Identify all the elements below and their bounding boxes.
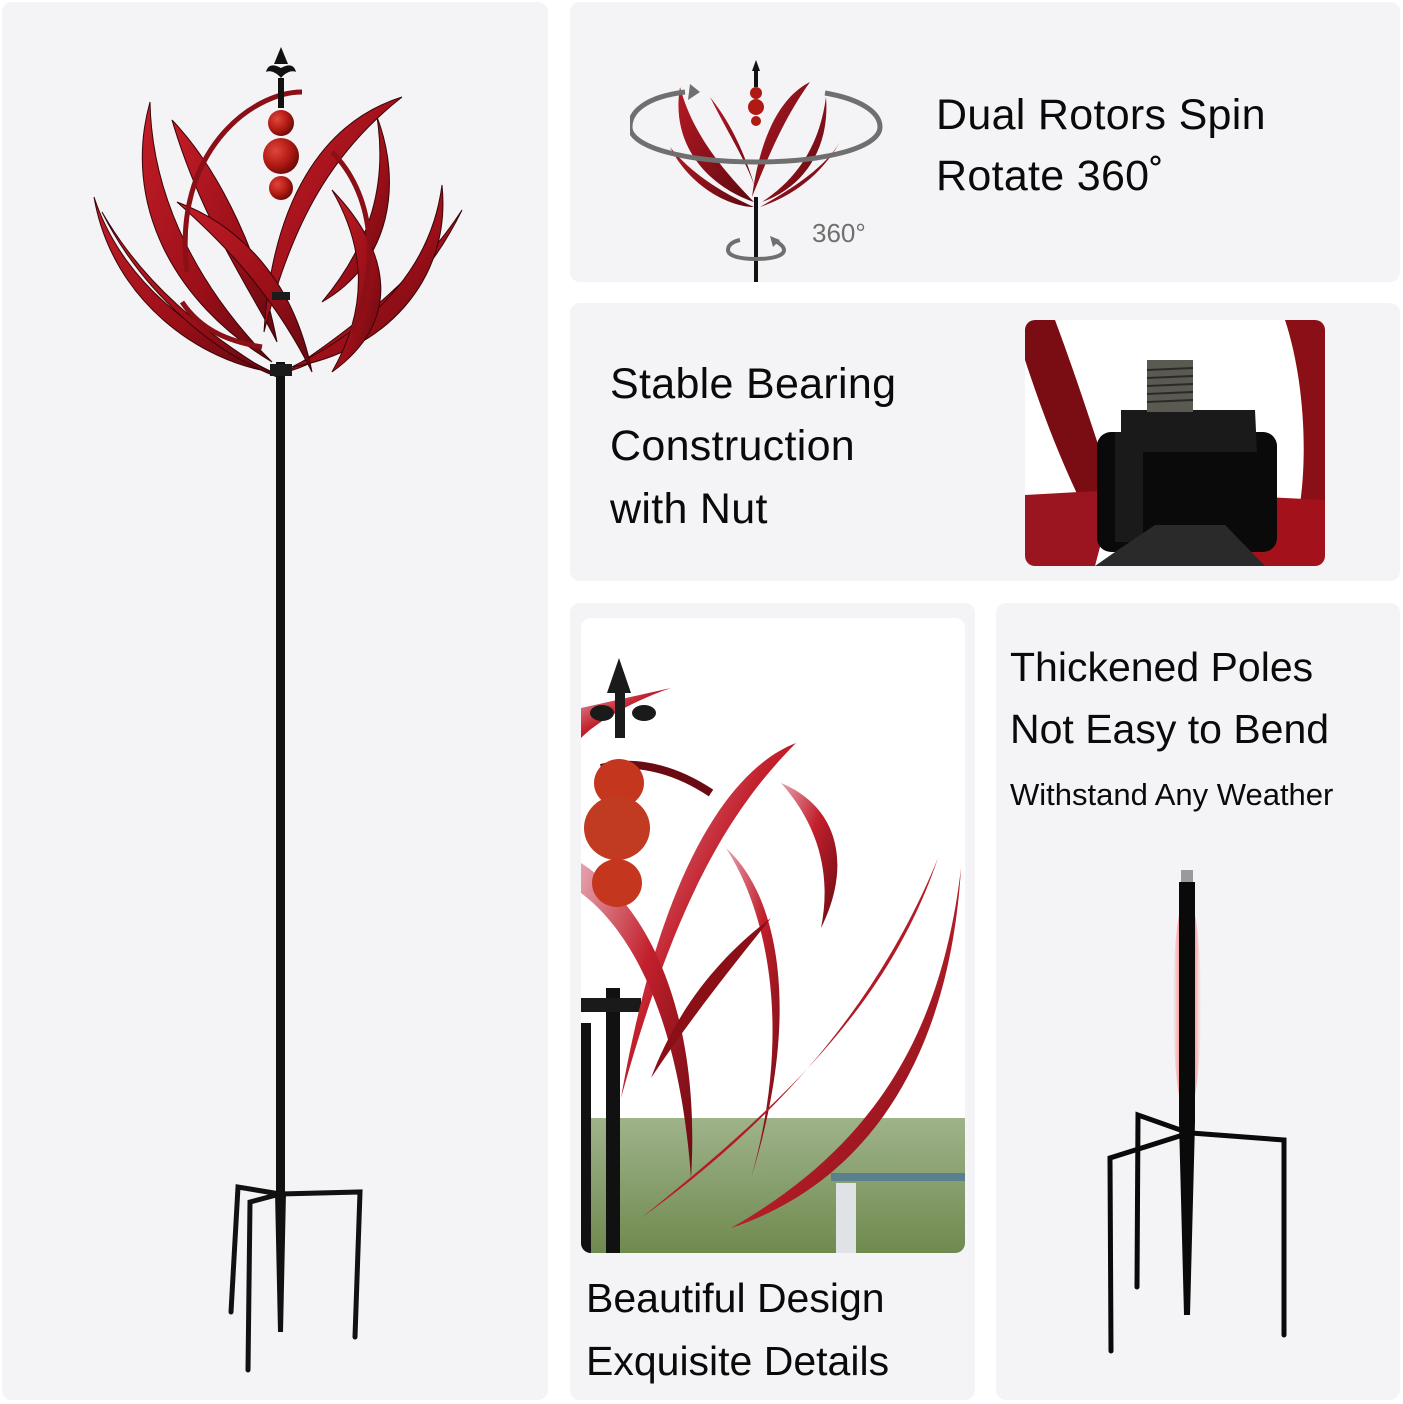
bearing-nut-photo xyxy=(1025,320,1325,566)
rotor-title-line2: Rotate 360˚ xyxy=(936,152,1165,200)
bearing-title-line1: Stable Bearing xyxy=(610,360,897,408)
blades-closeup-photo xyxy=(581,618,965,1253)
ground-stake-image xyxy=(1107,870,1287,1354)
degree-label: 360° xyxy=(812,218,866,248)
wind-spinner-full-image xyxy=(93,47,463,1373)
bearing-panel: Stable Bearing Construction with Nut xyxy=(570,303,1400,581)
design-title-line2: Exquisite Details xyxy=(586,1338,890,1384)
design-panel: Beautiful Design Exquisite Details xyxy=(570,603,975,1400)
bearing-title-line2: Construction xyxy=(610,422,855,470)
rotating-spinner-image xyxy=(630,60,883,282)
poles-panel: Thickened Poles Not Easy to Bend Withsta… xyxy=(996,603,1400,1400)
rotor-title-line1: Dual Rotors Spin xyxy=(936,91,1266,139)
poles-title-line2: Not Easy to Bend xyxy=(1010,706,1330,752)
small-rotation-arrow-icon xyxy=(725,238,787,262)
dual-rotors-panel: 360° Dual Rotors Spin Rotate 360˚ xyxy=(570,2,1400,282)
poles-title-line1: Thickened Poles xyxy=(1010,644,1314,690)
design-title-line1: Beautiful Design xyxy=(586,1275,885,1321)
product-full-view-panel xyxy=(2,2,548,1400)
bearing-title-line3: with Nut xyxy=(610,485,768,533)
poles-subtitle: Withstand Any Weather xyxy=(1010,777,1334,812)
rotation-arrow-icon xyxy=(630,89,883,165)
